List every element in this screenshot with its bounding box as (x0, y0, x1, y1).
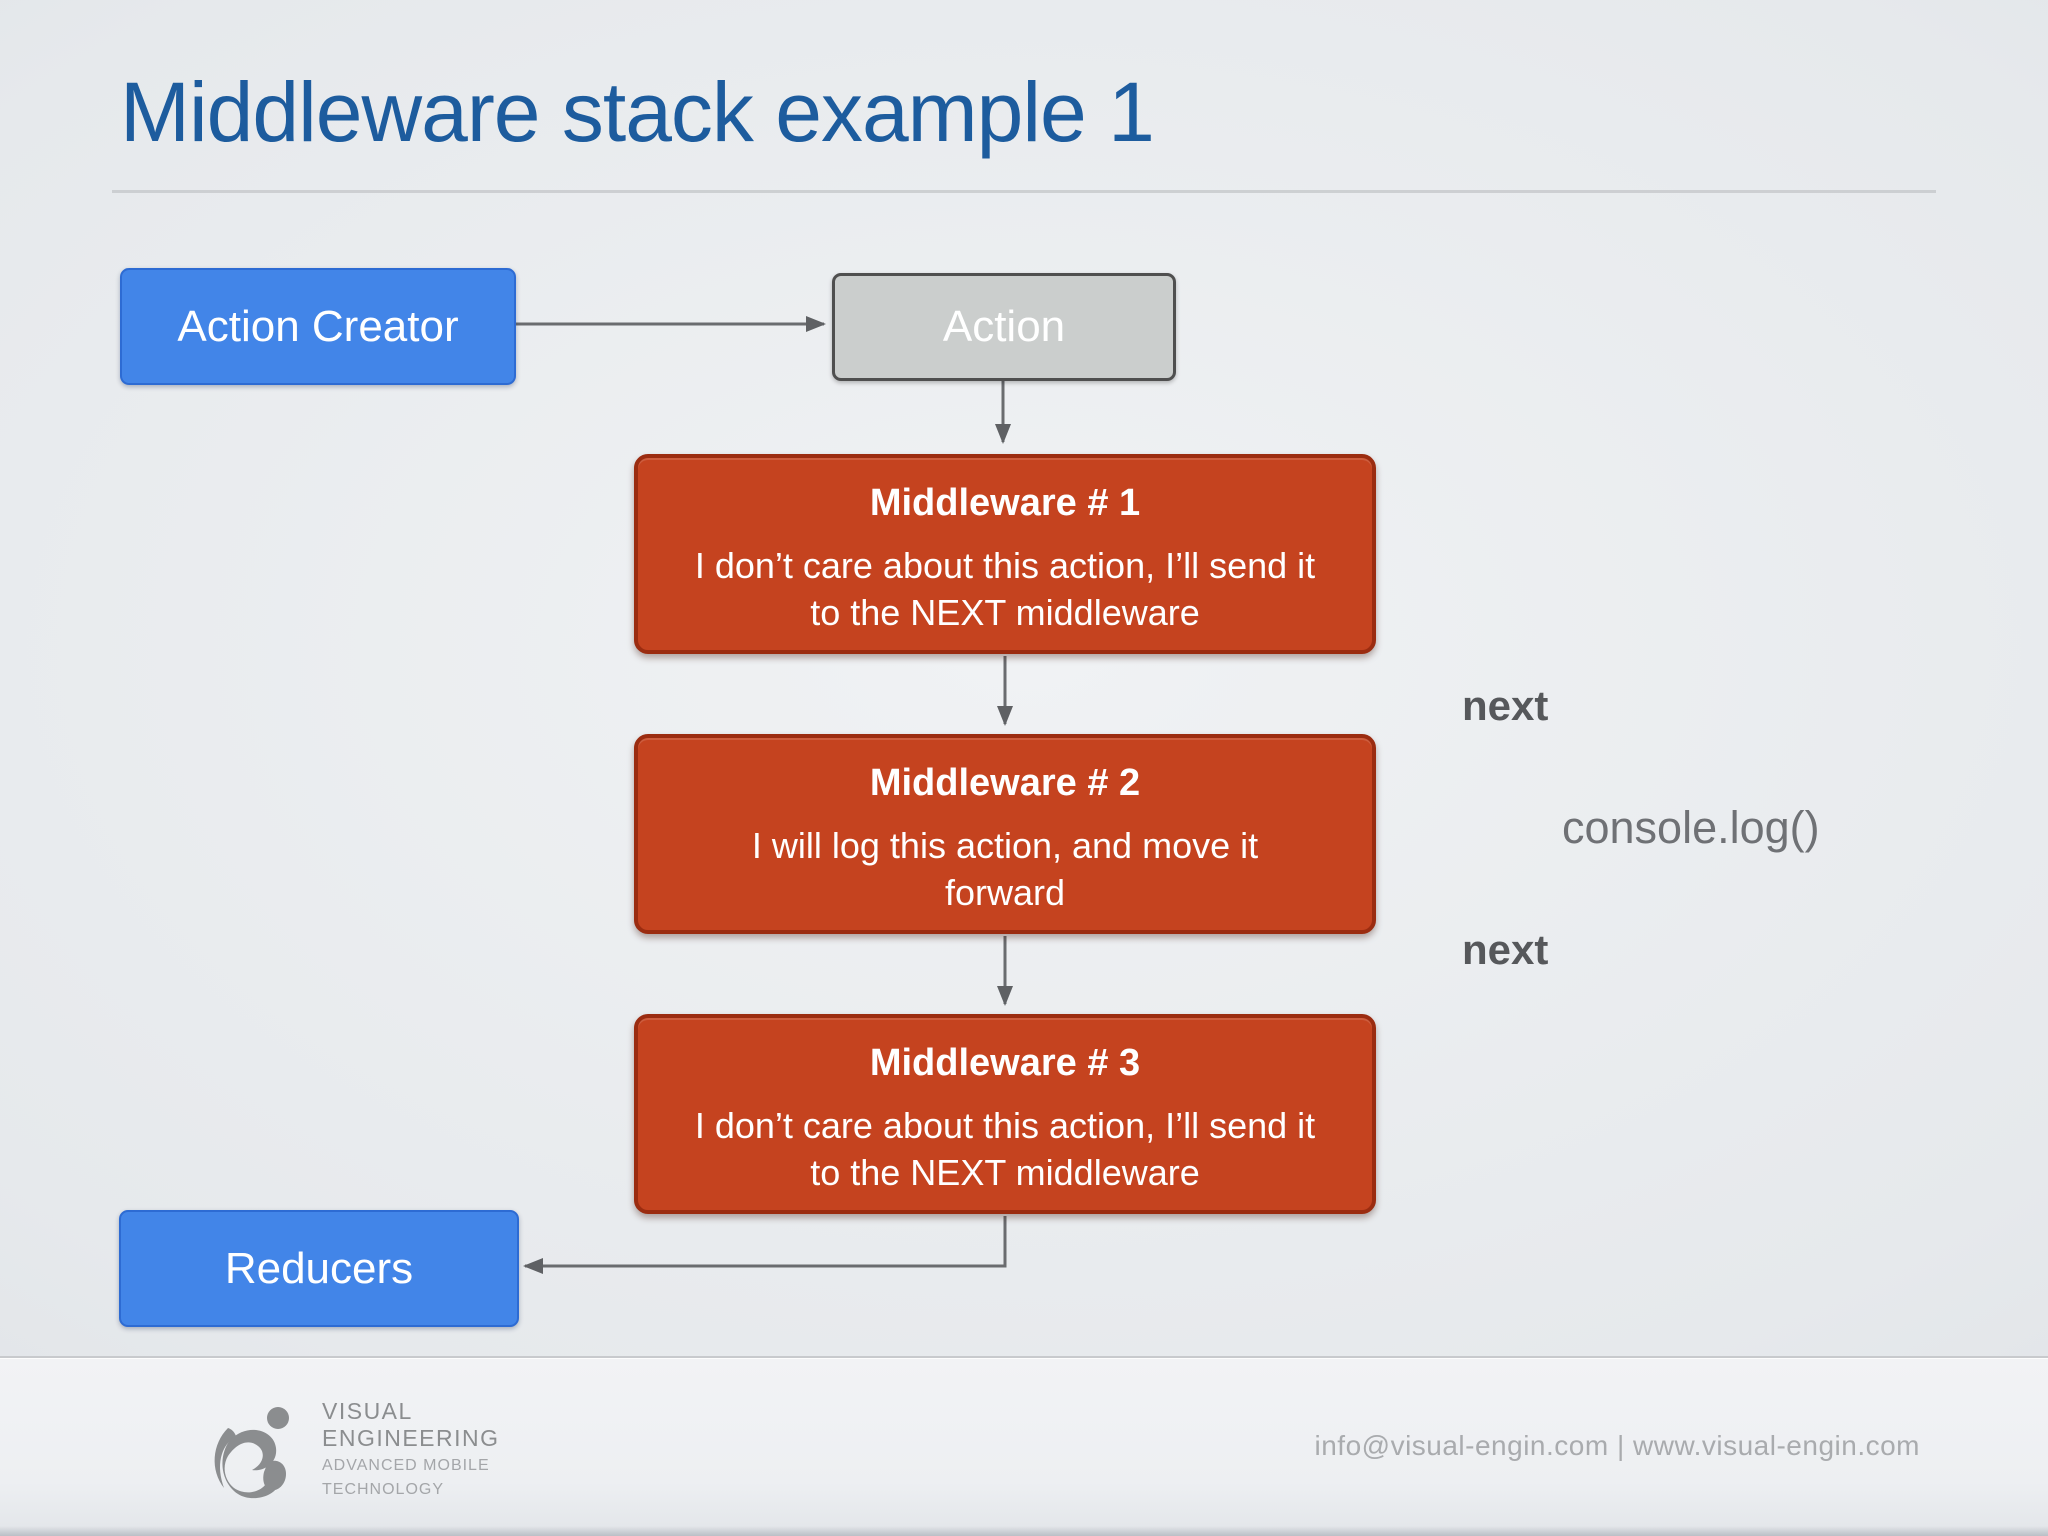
node-reducers: Reducers (119, 1210, 519, 1327)
middleware-2-body: I will log this action, and move it forw… (751, 825, 1259, 913)
footer (0, 1358, 2048, 1536)
label-next-2: next (1462, 926, 1549, 973)
middleware-3-title: Middleware # 3 (869, 1042, 1141, 1084)
slide-title: Middleware stack example 1 (120, 65, 1155, 159)
logo-name-line2: ENGINEERING (322, 1425, 500, 1451)
node-action: Action (832, 273, 1176, 381)
company-logo-text: VISUAL ENGINEERING ADVANCED MOBILE TECHN… (322, 1398, 500, 1500)
middleware-1-body: I don’t care about this action, I’ll sen… (694, 545, 1316, 633)
logo-name-line1: VISUAL (322, 1398, 413, 1424)
footer-divider (0, 1356, 2048, 1358)
middleware-1-title: Middleware # 1 (869, 482, 1141, 524)
node-middleware-2: Middleware # 2 I will log this action, a… (634, 734, 1376, 934)
title-divider (112, 190, 1936, 193)
label-next-1: next (1462, 682, 1549, 729)
middleware-2-title: Middleware # 2 (869, 762, 1141, 804)
logo-tagline-line2: TECHNOLOGY (322, 1481, 445, 1498)
node-middleware-1: Middleware # 1 I don’t care about this a… (634, 454, 1376, 654)
label-console-log: console.log() (1562, 802, 1820, 853)
company-logo-icon (214, 1407, 289, 1499)
node-action-creator: Action Creator (120, 268, 516, 385)
arrow-middleware-3-to-reducers (523, 1216, 1007, 1274)
middleware-3-body: I don’t care about this action, I’ll sen… (694, 1105, 1316, 1193)
footer-contact-info: info@visual-engin.com | www.visual-engin… (1314, 1430, 1920, 1461)
node-middleware-3: Middleware # 3 I don’t care about this a… (634, 1014, 1376, 1214)
logo-tagline-line1: ADVANCED MOBILE (322, 1457, 490, 1474)
